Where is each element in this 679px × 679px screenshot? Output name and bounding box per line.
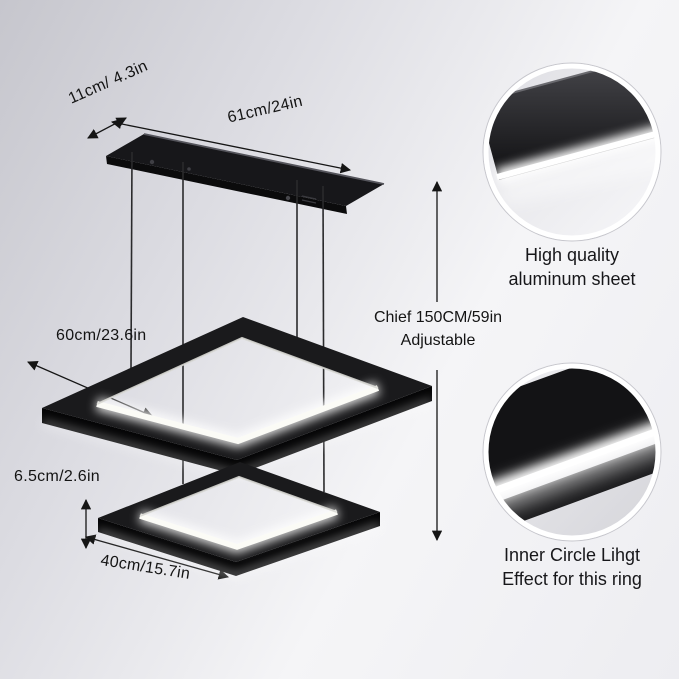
callout-outer-ring <box>482 62 662 242</box>
caption-inner-light-line2: Effect for this ring <box>502 569 642 590</box>
suspension-wire <box>130 151 133 369</box>
caption-aluminum-sheet: High quality aluminum sheet <box>462 243 679 292</box>
callout-aluminum-image <box>486 66 658 238</box>
caption-inner-light: Inner Circle Lihgt Effect for this ring <box>462 543 679 592</box>
dim-arrow-canopy-depth <box>87 117 127 139</box>
dim-label-upper-ring-width: 60cm/23.6in <box>56 327 147 344</box>
dim-arrow-lower-ring-width <box>84 534 230 580</box>
callout-aluminum-sheet <box>482 62 662 242</box>
lower-ring-inner-edge <box>139 475 338 517</box>
suspension-wire <box>322 185 325 493</box>
canopy-vent <box>301 195 317 200</box>
lower-ring-frame <box>98 462 380 562</box>
lower-ring-underglow <box>97 523 381 580</box>
dim-label-ring-height: 6.5cm/2.6in <box>14 468 101 485</box>
dim-label-cable-length: Chief 150CM/59in Adjustable <box>354 306 522 352</box>
callout-border <box>483 363 661 541</box>
lower-square-ring <box>97 462 381 580</box>
callout-outer-ring <box>482 362 662 542</box>
canopy-plate <box>106 134 384 206</box>
canopy-screw <box>187 167 191 171</box>
upper-ring-led-strip <box>96 385 380 445</box>
cable-length-line2: Adjustable <box>400 332 476 350</box>
lower-ring-led-strip <box>139 509 338 550</box>
ceiling-canopy <box>106 133 385 214</box>
canopy-vent <box>301 199 317 204</box>
upper-ring-frame <box>42 317 432 460</box>
upper-ring-inner-edge <box>96 336 379 405</box>
caption-inner-light-line1: Inner Circle Lihgt <box>503 545 641 565</box>
caption-aluminum-line1: High quality <box>524 245 620 265</box>
canopy-screw <box>285 195 291 201</box>
caption-aluminum-line2: aluminum sheet <box>508 269 636 290</box>
callout-inner-light <box>482 362 662 542</box>
canopy-highlight <box>143 133 385 185</box>
dim-arrow-canopy-length <box>110 118 352 174</box>
callout-border <box>483 63 661 241</box>
callout-inner-light-image <box>486 366 658 538</box>
canopy-screw <box>149 159 155 165</box>
cable-length-line1: Chief 150CM/59in <box>373 309 503 326</box>
